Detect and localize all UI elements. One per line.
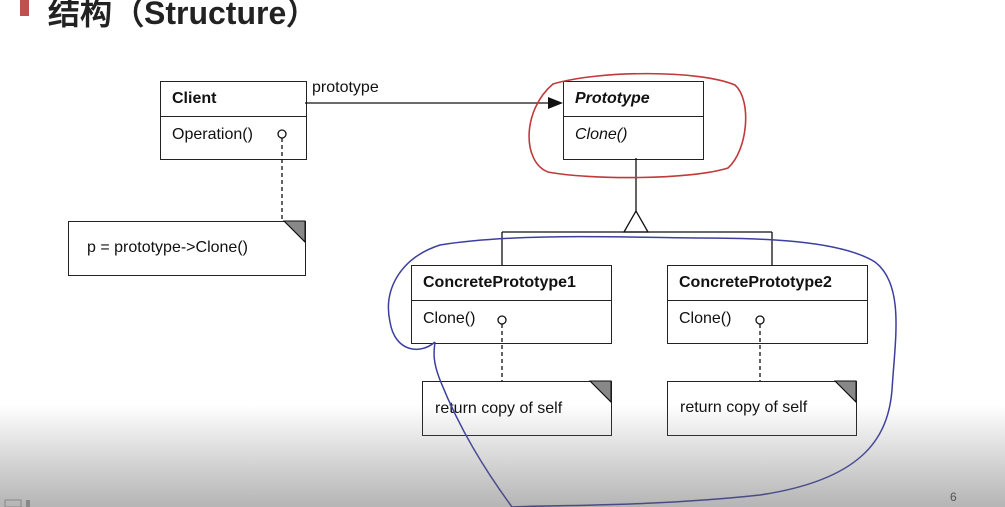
- client-operation: Operation(): [172, 126, 253, 143]
- concrete-prototype1-name: ConcretePrototype1: [412, 266, 611, 301]
- client-class-name: Client: [161, 82, 306, 117]
- association-label: prototype: [312, 79, 379, 96]
- concrete-prototype2-operation: Clone(): [679, 310, 732, 327]
- prototype-class-name: Prototype: [564, 82, 703, 117]
- page-number: 6: [950, 490, 957, 504]
- concrete-prototype1-box: ConcretePrototype1 Clone(): [411, 265, 612, 344]
- concrete2-note-text: return copy of self: [680, 399, 808, 416]
- concrete-prototype1-operation: Clone(): [423, 310, 476, 327]
- prototype-class-box: Prototype Clone(): [563, 81, 704, 160]
- title-accent-bar: [20, 0, 29, 16]
- client-class-box: Client Operation(): [160, 81, 307, 160]
- client-note: p = prototype->Clone(): [68, 221, 306, 276]
- slide-title: 结构（Structure）: [48, 0, 319, 31]
- prototype-operation: Clone(): [575, 126, 628, 143]
- client-note-text: p = prototype->Clone(): [87, 239, 248, 256]
- inheritance-triangle: [622, 209, 650, 233]
- concrete1-note-text: return copy of self: [435, 400, 563, 417]
- concrete-prototype2-name: ConcretePrototype2: [668, 266, 867, 301]
- slide-controls-icon[interactable]: [4, 498, 44, 507]
- association-arrowhead: [548, 97, 563, 109]
- concrete2-note: return copy of self: [667, 381, 857, 436]
- concrete-prototype2-box: ConcretePrototype2 Clone(): [667, 265, 868, 344]
- concrete1-note: return copy of self: [422, 381, 612, 436]
